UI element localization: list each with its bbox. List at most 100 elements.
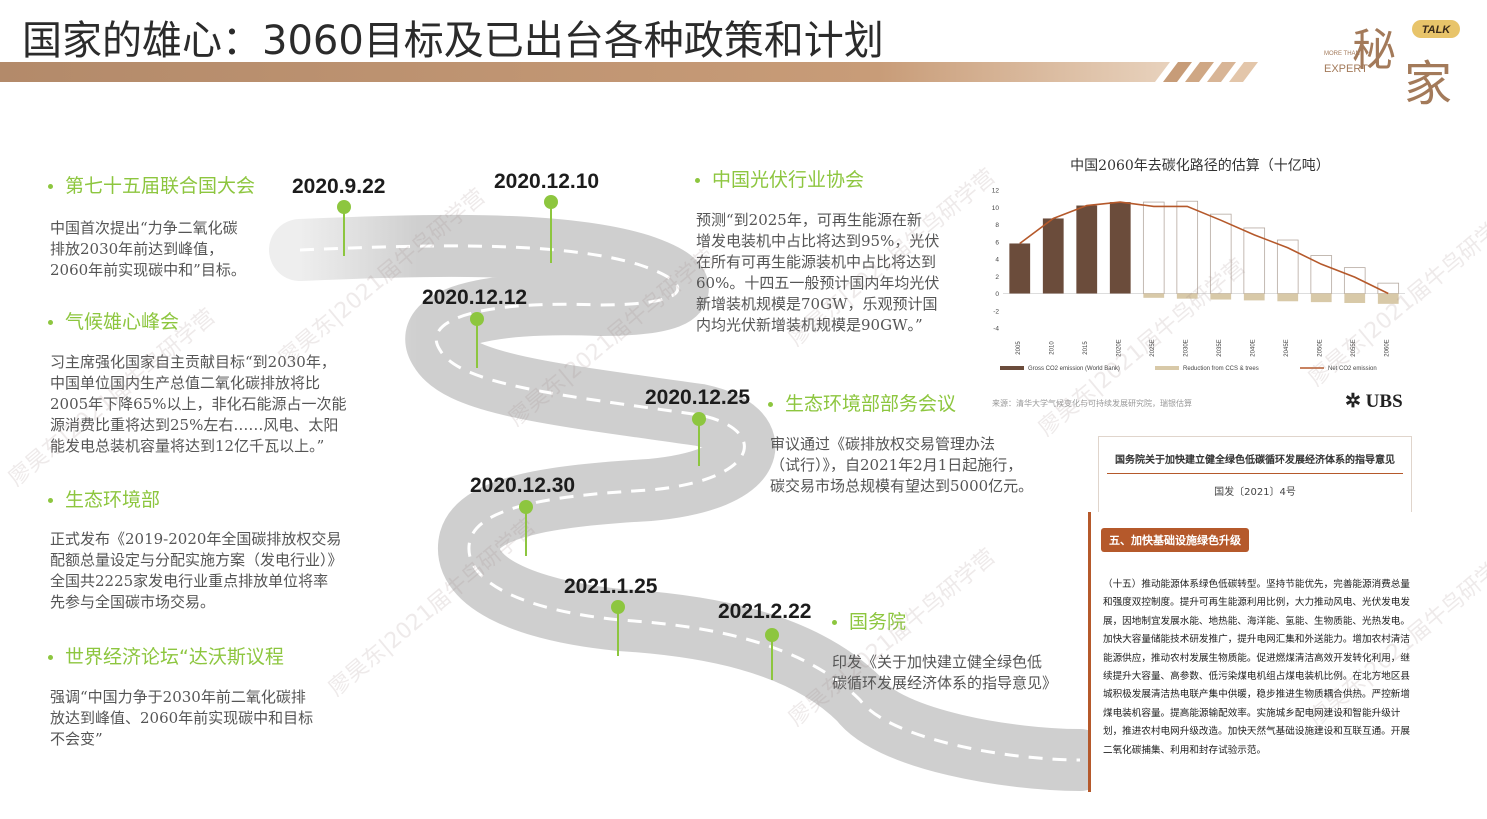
timeline-date-3: 2020.12.12 — [422, 286, 528, 309]
timeline-pin-3 — [470, 312, 484, 368]
section-title-wef: 世界经济论坛“达沃斯议程 — [48, 642, 284, 669]
bar-reduction-2045E — [1277, 293, 1299, 302]
x-tick-label: 2025E — [1150, 339, 1156, 356]
legend-swatch — [1155, 366, 1179, 370]
header-banner — [0, 62, 1258, 82]
y-tick-label: 0 — [995, 291, 999, 298]
timeline-date-1: 2020.9.22 — [292, 175, 386, 198]
bar-reduction-2050E — [1310, 293, 1332, 303]
section-desc-un: 中国首次提出“力争二氧化碳排放2030年前达到峰值，2060年前实现碳中和”目标… — [50, 219, 246, 279]
bar-reduction-2060E — [1377, 293, 1399, 304]
bar-reduction-2035E — [1210, 293, 1232, 300]
x-tick-label: 2020E — [1116, 339, 1122, 356]
logo-char-main: 秘 — [1352, 25, 1396, 76]
doc-number: 国发〔2021〕4号 — [1214, 487, 1296, 498]
bar-reduction-2030E — [1176, 293, 1198, 299]
y-tick-label: 10 — [992, 205, 1000, 212]
y-tick-label: -2 — [993, 308, 999, 315]
timeline-pin-1 — [337, 200, 351, 256]
doc-heading: 五、加快基础设施绿色升级 — [1101, 528, 1249, 552]
bar-reduction-2040E — [1243, 293, 1265, 301]
timeline-date-7: 2021.2.22 — [718, 600, 812, 623]
legend-swatch — [1000, 366, 1024, 370]
x-tick-label: 2010 — [1049, 341, 1055, 355]
x-tick-label: 2055E — [1351, 339, 1357, 356]
bullet-dot — [48, 498, 53, 503]
bullet-dot — [48, 655, 53, 660]
section-title-pv: 中国光伏行业协会 — [695, 165, 864, 192]
bullet-dot — [695, 178, 700, 183]
timeline-pin-4 — [692, 412, 706, 466]
expert-talk-logo: 秘 家 TALK MORE THAN EXPERT — [1324, 20, 1460, 112]
y-tick-label: 4 — [995, 257, 999, 264]
bullet-dot — [48, 320, 53, 325]
section-title-un: 第七十五届联合国大会 — [48, 171, 255, 198]
doc-title: 国务院关于加快建立健全绿色低碳循环发展经济体系的指导意见 — [1115, 455, 1395, 466]
x-tick-label: 2040E — [1250, 339, 1256, 356]
y-tick-label: 8 — [995, 222, 999, 229]
legend-label: Net CO2 emission — [1328, 366, 1377, 372]
x-tick-label: 2005 — [1016, 341, 1022, 355]
legend-label: Reduction from CCS & trees — [1183, 366, 1259, 372]
bullet-dot — [768, 402, 773, 407]
chart-source: 来源：清华大学气候变化与可持续发展研究院，瑞银估算 — [992, 399, 1192, 408]
decarbonization-chart: 12 10 8 6 4 2 0 -2 -4 2005 2010 2015 2020E 2025E 2030E… — [992, 188, 1405, 372]
timeline-date-2: 2020.12.10 — [494, 170, 600, 193]
logo-talk-badge: TALK — [1422, 24, 1452, 36]
ubs-keys-icon: ✲ — [1345, 391, 1361, 412]
doc-body: （十五）推动能源体系绿色低碳转型。坚持节能优先，完善能源消费总量和强度双控制度。… — [1103, 579, 1410, 756]
x-tick-label: 2035E — [1217, 339, 1223, 356]
ubs-brand-text: UBS — [1365, 391, 1403, 412]
x-tick-label: 2015 — [1083, 341, 1089, 355]
x-tick-label: 2060E — [1384, 339, 1390, 356]
section-desc-env: 正式发布《2019-2020年全国碳排放权交易配额总量设定与分配实施方案（发电行… — [50, 530, 343, 611]
timeline-pin-6 — [611, 600, 625, 656]
section-desc-pv: 预测“到2025年，可再生能源在新增发电装机中占比将达到95%，光伏在所有可再生… — [696, 211, 940, 334]
timeline-pin-2 — [544, 195, 558, 263]
bullet-dot — [832, 620, 837, 625]
y-tick-label: 12 — [992, 188, 1000, 195]
bar-gross-2015 — [1076, 205, 1098, 294]
section-title-mee: 生态环境部部务会议 — [768, 389, 956, 416]
logo-char-sub: 家 — [1404, 56, 1452, 112]
series-line-net — [1019, 201, 1389, 295]
section-desc-wef: 强调“中国力争于2030年前二氧化碳排放达到峰值、2060年前实现碳中和目标不会… — [50, 688, 314, 748]
timeline-date-6: 2021.1.25 — [564, 575, 658, 598]
legend-label: Gross CO2 emission (World Bank) — [1028, 366, 1120, 372]
x-tick-label: 2030E — [1183, 339, 1189, 356]
section-desc-council: 印发《关于加快建立健全绿色低碳循环发展经济体系的指导意见》 — [832, 653, 1058, 692]
bar-reduction-2055E — [1344, 293, 1366, 303]
y-tick-label: -4 — [993, 326, 999, 333]
section-title-env: 生态环境部 — [48, 485, 160, 512]
bar-gross-2035E — [1209, 213, 1232, 294]
y-tick-label: 2 — [995, 274, 999, 281]
chart-title: 中国2060年去碳化路径的估算（十亿吨） — [1070, 158, 1330, 174]
bar-gross-2060E — [1377, 282, 1400, 294]
bar-gross-2030E — [1176, 200, 1199, 294]
bar-reduction-2025E — [1143, 293, 1165, 298]
section-title-council: 国务院 — [832, 607, 906, 634]
x-tick-label: 2045E — [1284, 339, 1290, 356]
policy-document-card: 国务院关于加快建立健全绿色低碳循环发展经济体系的指导意见 国发〔2021〕4号 — [1098, 436, 1412, 518]
bar-gross-2005 — [1009, 243, 1031, 294]
section-title-climate: 气候雄心峰会 — [48, 307, 179, 334]
page-title: 国家的雄心：3060目标及已出台各种政策和计划 — [22, 18, 884, 64]
bar-gross-2025E — [1142, 201, 1165, 294]
bar-gross-2010 — [1042, 218, 1064, 294]
section-desc-mee: 审议通过《碳排放权交易管理办法（试行）》，自2021年2月1日起施行，碳交易市场… — [770, 435, 1034, 495]
logo-small-text-1: MORE THAN — [1324, 51, 1360, 57]
ubs-logo: ✲ UBS — [1345, 390, 1403, 413]
bullet-dot — [48, 184, 53, 189]
timeline-pin-7 — [765, 628, 779, 680]
doc-divider — [1107, 473, 1403, 474]
policy-excerpt-panel: 五、加快基础设施绿色升级 （十五）推动能源体系绿色低碳转型。坚持节能优先，完善能… — [1088, 512, 1421, 792]
bar-gross-2020E — [1109, 202, 1131, 294]
timeline-date-4: 2020.12.25 — [645, 386, 751, 409]
y-tick-label: 6 — [995, 239, 999, 246]
timeline-pin-5 — [519, 500, 533, 556]
timeline-date-5: 2020.12.30 — [470, 474, 576, 497]
x-tick-label: 2050E — [1317, 339, 1323, 356]
logo-small-text-2: EXPERT — [1324, 63, 1368, 75]
